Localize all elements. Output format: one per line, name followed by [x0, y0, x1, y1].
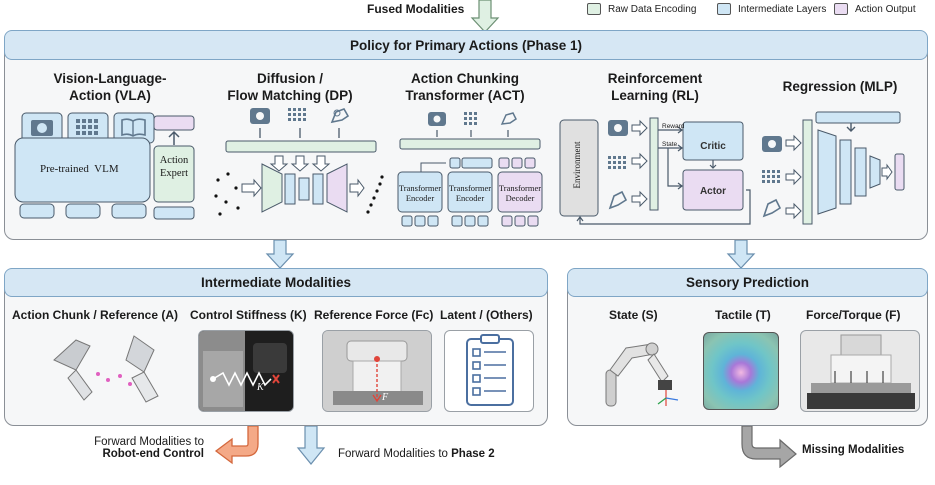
ref-force-image — [322, 330, 432, 412]
robot-end-arrow — [214, 426, 259, 465]
vla-diagram — [14, 112, 195, 220]
grid-icon — [464, 112, 477, 125]
phase2-text: Forward Modalities to Phase 2 — [338, 448, 495, 460]
robot-end-text: Forward Modalities to Robot-end Control — [94, 436, 204, 460]
action-chunk-image — [46, 330, 174, 410]
intermediate-banner: Intermediate Modalities — [4, 268, 548, 297]
legend-swatch-action — [834, 3, 848, 15]
rl-actor-label: Actor — [699, 186, 727, 197]
tactile-image — [703, 332, 779, 410]
camera-icon — [250, 108, 270, 124]
sensory-tactile-label: Tactile (T) — [715, 308, 771, 322]
mlp-diagram — [762, 111, 905, 225]
grid-icon — [762, 170, 780, 183]
dp-diagram — [214, 108, 384, 216]
robot-arm-icon — [608, 190, 628, 210]
down-arrow-intermediate — [265, 240, 295, 269]
vla-vlm-label: Pre-trained VLM — [40, 163, 119, 175]
mlp-title: Regression (MLP) — [782, 79, 898, 94]
legend-label-intermediate: Intermediate Layers — [738, 4, 827, 15]
policy-banner: Policy for Primary Actions (Phase 1) — [4, 30, 928, 60]
missing-arrow — [741, 426, 797, 468]
robot-arm-icon — [762, 198, 782, 218]
state-image — [596, 330, 694, 412]
rl-state-label: State — [662, 141, 678, 148]
robot-arm-icon — [330, 108, 350, 124]
legend-swatch-raw — [587, 3, 601, 15]
camera-icon — [21, 112, 63, 144]
rl-reward-label: Reward — [662, 123, 685, 130]
robot-arm-icon — [500, 112, 517, 125]
ref-force-f-label: F — [382, 392, 389, 403]
grid-icon — [288, 108, 306, 121]
legend-label-action: Action Output — [855, 4, 916, 15]
fused-down-arrow — [470, 0, 500, 33]
legend-swatch-intermediate — [717, 3, 731, 15]
act-diagram — [397, 112, 543, 227]
camera-icon — [428, 112, 446, 126]
item-ref-force-label: Reference Force (Fc) — [314, 308, 434, 322]
clipboard-icon — [466, 334, 514, 406]
dp-title: Diffusion /Flow Matching (DP) — [227, 71, 353, 103]
force-torque-image — [800, 330, 920, 412]
grid-icon — [608, 156, 626, 169]
item-stiffness-label: Control Stiffness (K) — [190, 308, 307, 322]
stiffness-k-label: K — [257, 382, 264, 393]
rl-critic-label: Critic — [700, 141, 726, 152]
item-action-chunk-label: Action Chunk / Reference (A) — [12, 308, 179, 322]
fused-modalities-label: Fused Modalities — [367, 2, 465, 16]
down-arrow-sensory — [726, 240, 756, 269]
rl-env-label: Environment — [572, 141, 582, 189]
phase2-arrow — [296, 426, 326, 465]
rl-diagram — [559, 117, 751, 225]
book-icon — [113, 112, 155, 144]
sensory-force-label: Force/Torque (F) — [806, 308, 901, 322]
missing-modalities-text: Missing Modalities — [802, 444, 905, 456]
sensory-state-label: State (S) — [609, 308, 658, 322]
sensory-banner: Sensory Prediction — [567, 268, 928, 297]
stiffness-image — [198, 330, 294, 412]
item-latent-label: Latent / (Others) — [440, 308, 533, 322]
legend-label-raw: Raw Data Encoding — [608, 4, 697, 15]
camera-icon — [762, 136, 782, 152]
vla-title: Vision-Language-Action (VLA) — [53, 71, 167, 103]
camera-icon — [608, 120, 628, 136]
latent-image — [444, 330, 534, 412]
